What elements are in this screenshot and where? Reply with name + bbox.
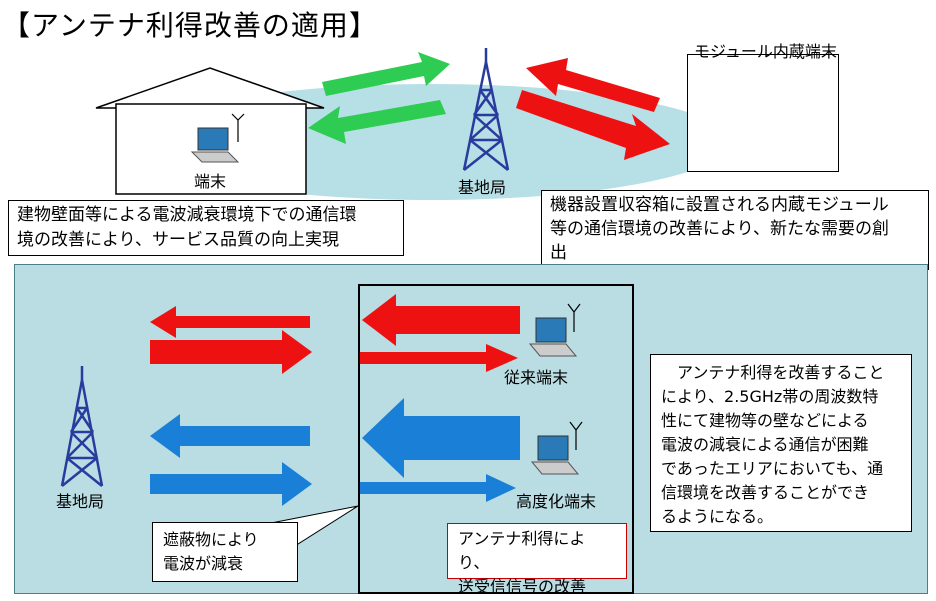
red-arrow-down [516,90,670,160]
explanation-line: により、2.5GHz帯の周波数特 [661,387,879,406]
shield-note-line: 電波が減衰 [163,554,244,573]
explanation-line: アンテナ利得を改善すること [677,363,885,382]
gain-note-line: 送受信信号の改善 [458,577,587,596]
laptop-icon [190,113,245,163]
bottom-base-station-label: 基地局 [56,492,105,511]
shield-note-line: 遮蔽物により [163,530,259,549]
explanation-line: 性にて建物等の壁などによる [661,411,869,430]
right-note-line: 出 [550,243,567,263]
red-arrow-left-inner [362,294,520,346]
explanation-note: アンテナ利得を改善すること により、2.5GHz帯の周波数特 性にて建物等の壁な… [650,354,912,532]
laptop-icon [528,303,581,357]
shield-note: 遮蔽物により 電波が減衰 [152,522,298,582]
right-note: 機器設置収容箱に設置される内蔵モジュール 等の通信環境の改善により、新たな需要の… [541,190,929,270]
base-station-label: 基地局 [458,178,507,197]
gain-note: アンテナ利得により、 送受信信号の改善 [447,523,627,596]
red-arrow-left [150,306,310,338]
laptop-icon [530,421,583,475]
house-icon [95,67,325,195]
red-arrow-right [150,330,312,374]
blue-arrow-right-inner [360,474,516,502]
left-note: 建物壁面等による電波減衰環境下での通信環 境の改善により、サービス品質の向上実現 [8,200,404,256]
module-terminal-label: モジュール内蔵端末 [694,42,837,61]
right-note-line: 等の通信環境の改善により、新たな需要の創 [550,219,889,239]
green-arrow-up [322,52,450,96]
terminal-comparison-box [358,284,634,594]
explanation-line: であったエリアにおいても、通 [661,459,884,478]
gain-note-line: アンテナ利得により、 [458,529,586,572]
explanation-line: 電波の減衰による通信が困難 [661,435,869,454]
blue-arrow-left [150,414,310,458]
red-arrow-upleft [526,58,660,112]
left-note-line: 境の改善により、サービス品質の向上実現 [17,230,339,250]
tower-icon [462,48,510,171]
advanced-terminal-label: 高度化端末 [516,492,597,511]
module-terminal-box [687,54,839,172]
blue-arrow-left-inner [362,398,520,478]
explanation-line: 信環境を改善することができ [661,483,870,502]
terminal-label: 端末 [194,172,227,191]
blue-arrow-right [150,462,312,506]
explanation-line: るようになる。 [661,507,774,526]
green-arrow-left [308,100,446,144]
left-note-line: 建物壁面等による電波減衰環境下での通信環 [17,205,357,225]
conventional-terminal-label: 従来端末 [504,368,569,387]
page-title: 【アンテナ利得改善の適用】 [2,9,378,42]
right-note-line: 機器設置収容箱に設置される内蔵モジュール [550,195,889,215]
tower-icon [60,366,104,487]
red-arrow-right-inner [360,344,518,372]
